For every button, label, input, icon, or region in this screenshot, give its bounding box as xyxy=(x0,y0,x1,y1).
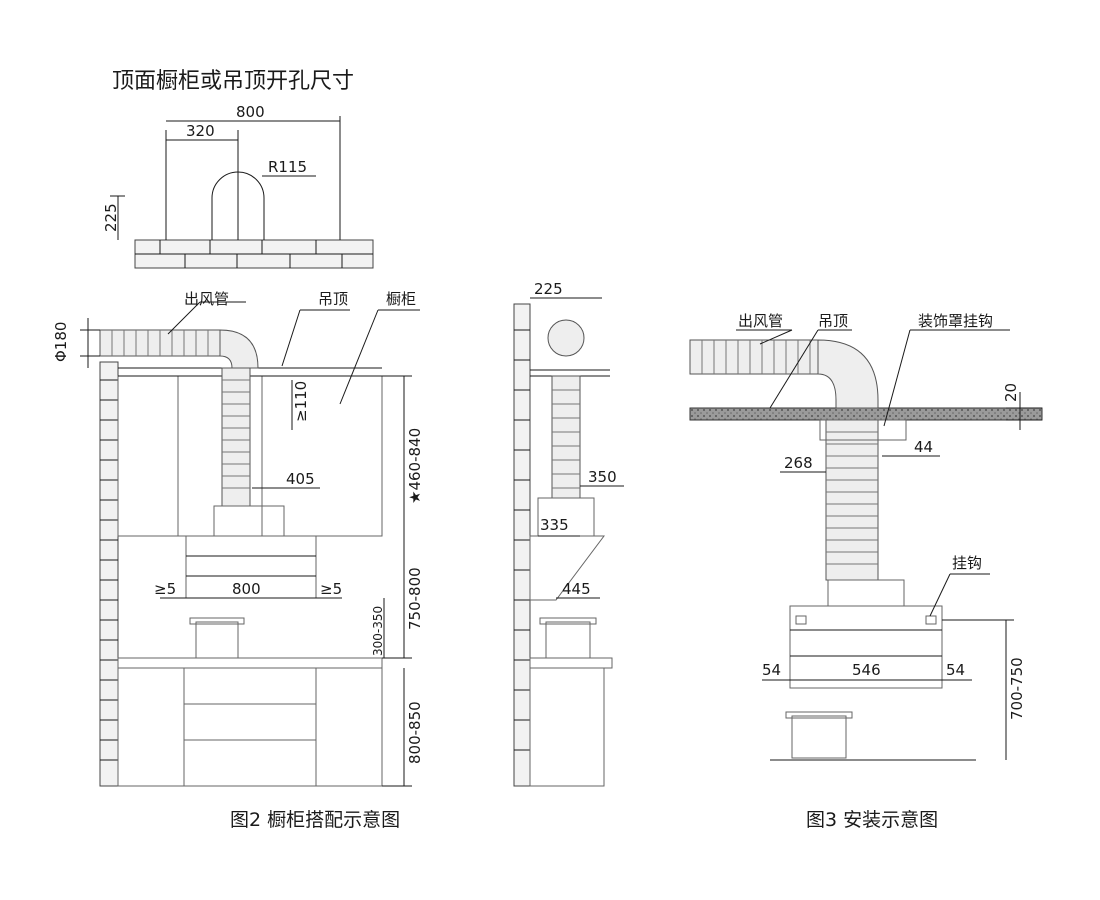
fig3-dim-height: 700-750 xyxy=(1008,657,1026,720)
side-duct-section xyxy=(547,319,585,357)
fig3-label-duct: 出风管 xyxy=(738,312,783,330)
fig2-dim-pipe-dia: Φ180 xyxy=(52,322,70,362)
fig3-label-ceiling: 吊顶 xyxy=(818,312,848,330)
fig2-dim-counter-height: 800-850 xyxy=(406,701,424,764)
fig3-dim-right: 54 xyxy=(946,661,965,679)
fig3-dim-center: 546 xyxy=(852,661,881,679)
fig2-dim-hood-height: 750-800 xyxy=(406,567,424,630)
fig2-cabinet-diagram: 出风管 吊顶 橱柜 Φ180 ≥110 405 ★460-840 800 ≥5 … xyxy=(52,290,424,831)
side-brick-wall xyxy=(513,303,531,787)
side-base-cabinet xyxy=(529,667,605,787)
dim-r115: R115 xyxy=(268,158,307,176)
fig2-dim-depth: 405 xyxy=(286,470,315,488)
fig3-dim-left: 54 xyxy=(762,661,781,679)
fig3-hood-body xyxy=(789,605,943,689)
top-brick-band xyxy=(134,239,374,269)
fig2-exhaust-duct xyxy=(99,329,259,507)
fig2-base-cabinet xyxy=(117,667,383,787)
fig3-hook-left xyxy=(795,615,807,625)
fig2-dim-gap-right: ≥5 xyxy=(320,580,342,598)
fig3-dim-hook-w: 44 xyxy=(914,438,933,456)
fig3-dim-cover-w: 268 xyxy=(784,454,813,472)
fig3-deco-hook-bracket xyxy=(819,419,907,441)
fig2-hood-cover xyxy=(213,505,285,537)
fig3-label-deco-hook: 装饰罩挂钩 xyxy=(918,312,993,330)
fig2-label-cabinet: 橱柜 xyxy=(386,290,416,308)
fig2-brick-wall xyxy=(99,361,119,787)
fig2-caption: 图2 橱柜搭配示意图 xyxy=(230,809,400,831)
fig2-label-duct: 出风管 xyxy=(184,290,229,308)
fig3-label-hook: 挂钩 xyxy=(952,554,982,572)
fig2-pot xyxy=(195,621,239,659)
fig3-installation-diagram: 出风管 吊顶 装饰罩挂钩 挂钩 20 44 268 54 546 54 700-… xyxy=(689,312,1043,831)
top-view-opening: 800 320 R115 225 xyxy=(102,103,374,269)
fig3-hook-right xyxy=(925,615,937,625)
dim-800-top: 800 xyxy=(236,103,265,121)
side-dim-mid: 350 xyxy=(588,468,617,486)
side-dim-top: 225 xyxy=(534,280,563,298)
side-duct xyxy=(551,375,581,499)
page-title: 顶面橱柜或吊顶开孔尺寸 xyxy=(112,69,354,94)
side-view-diagram: 225 350 335 445 xyxy=(513,280,624,787)
fig3-hood-cover xyxy=(827,579,905,607)
side-dim-bottom: 445 xyxy=(562,580,591,598)
fig3-pot xyxy=(791,715,847,759)
fig2-dim-hood-width: 800 xyxy=(232,580,261,598)
side-pot xyxy=(545,621,591,659)
side-dim-box: 335 xyxy=(540,516,569,534)
dim-320: 320 xyxy=(186,122,215,140)
fig3-dim-ceiling: 20 xyxy=(1002,383,1020,402)
side-countertop xyxy=(529,657,613,669)
fig2-label-ceiling: 吊顶 xyxy=(318,290,348,308)
fig3-caption: 图3 安装示意图 xyxy=(806,809,938,831)
fig2-dim-pot-height: 300-350 xyxy=(371,606,385,656)
fig2-dim-gap-top: ≥110 xyxy=(292,381,310,422)
dim-225-top: 225 xyxy=(102,203,120,232)
fig2-dim-gap-left: ≥5 xyxy=(154,580,176,598)
fig2-countertop xyxy=(117,657,383,669)
fig2-dim-cabinet-range: ★460-840 xyxy=(406,428,424,504)
fig3-ceiling-slab xyxy=(689,407,1043,421)
